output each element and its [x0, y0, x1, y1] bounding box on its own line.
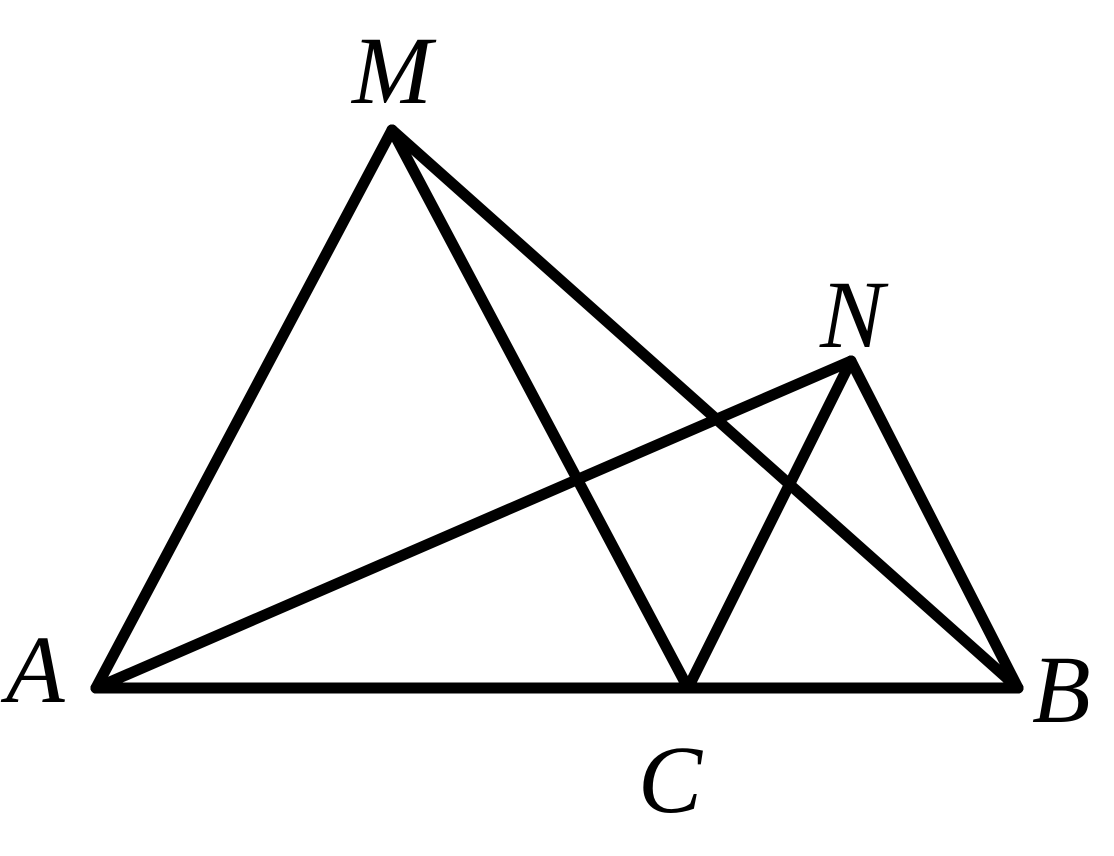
- segments: [90, 124, 1024, 694]
- point-labels: M N A B C: [0, 17, 1091, 833]
- label-m: M: [350, 17, 437, 124]
- segment-mb: [386, 124, 1024, 694]
- segment-mc: [386, 124, 694, 694]
- segment-cn: [682, 355, 857, 694]
- label-n: N: [819, 261, 889, 368]
- label-a: A: [0, 616, 65, 723]
- segment-am: [90, 124, 398, 694]
- label-c: C: [638, 726, 703, 833]
- label-b: B: [1032, 636, 1091, 743]
- segment-an: [90, 355, 857, 694]
- segment-nb: [845, 355, 1024, 694]
